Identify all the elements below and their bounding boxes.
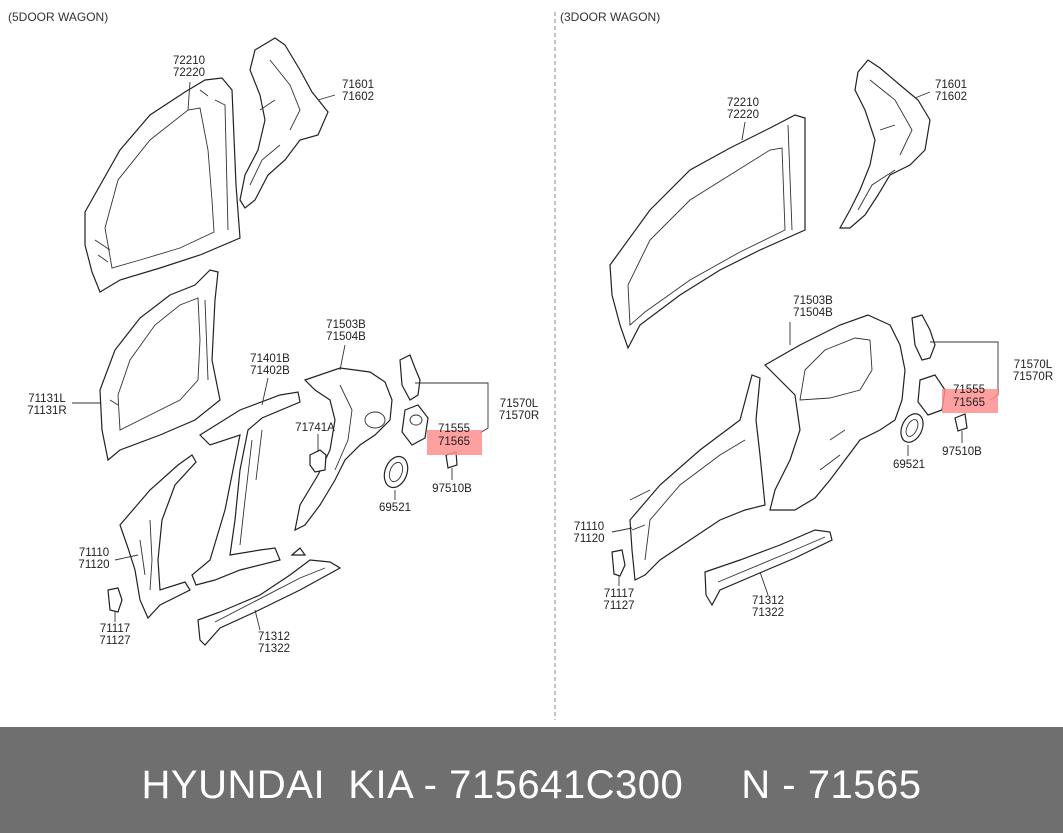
part-97510B-right (954, 413, 968, 432)
diagram-drawing (72, 12, 999, 720)
part-71503-right (764, 314, 906, 511)
section-title-3door: (3DOOR WAGON) (560, 10, 661, 24)
highlight-71565-right (942, 389, 998, 413)
part-71570-right (911, 314, 946, 416)
part-71741A-left (309, 449, 327, 473)
part-71312-left (197, 547, 342, 646)
label-71601-r: 71601 71602 (935, 79, 967, 103)
label-71131: 71131L 71131R (27, 393, 67, 417)
part-number-caption: HYUNDAI KIA - 715641C300 N - 71565 (141, 763, 922, 807)
label-71117: 71117 71127 (99, 623, 131, 647)
label-71570-r: 71570L 71570R (1012, 359, 1054, 383)
label-71110-r: 71110 71120 (573, 521, 605, 545)
label-71503-r: 71503B 71504B (793, 295, 833, 319)
part-71601-right (838, 59, 931, 229)
footer-bar: HYUNDAI KIA - 715641C300 N - 71565 (0, 727, 1063, 833)
label-69521: 69521 (379, 502, 411, 514)
part-69521-right (900, 413, 924, 443)
label-71110: 71110 71120 (78, 547, 110, 571)
label-71601: 71601 71602 (342, 79, 374, 103)
label-71741A: 71741A (295, 422, 335, 434)
label-71565: 71565 (438, 436, 470, 448)
part-71570-left (399, 354, 429, 446)
label-71312-r: 71312 71322 (752, 595, 784, 619)
label-71565-r: 71565 (953, 397, 985, 409)
part-71110-left (119, 454, 197, 620)
label-71117-r: 71117 71127 (603, 588, 635, 612)
part-71117-left (107, 587, 123, 613)
label-71570: 71570L 71570R (498, 398, 540, 422)
part-71401-left (191, 391, 301, 586)
part-72210-right (609, 114, 806, 350)
part-71601-left (239, 37, 329, 209)
label-71555-r: 71555 (953, 384, 985, 396)
label-71555: 71555 (438, 423, 470, 435)
label-71312: 71312 71322 (258, 631, 290, 655)
part-72210-left (84, 77, 241, 293)
label-97510B-r: 97510B (942, 446, 982, 458)
label-69521-r: 69521 (893, 459, 925, 471)
label-71401: 71401B 71402B (250, 353, 290, 377)
label-72210-r: 72210 72220 (727, 97, 759, 121)
part-71503-left (294, 367, 393, 532)
highlight-71565-left (427, 430, 482, 455)
part-71312-right (704, 529, 833, 607)
label-71503: 71503B 71504B (326, 319, 366, 343)
part-71110-right (629, 374, 766, 581)
section-title-5door: (5DOOR WAGON) (8, 10, 109, 24)
part-71117-right (611, 549, 626, 577)
part-71131-left (99, 269, 221, 462)
parts-diagram: (5DOOR WAGON) (3DOOR WAGON) 72210 72220 … (8, 10, 1054, 720)
label-72210: 72210 72220 (173, 55, 205, 79)
part-69521-left (383, 455, 409, 489)
label-97510B: 97510B (432, 483, 472, 495)
